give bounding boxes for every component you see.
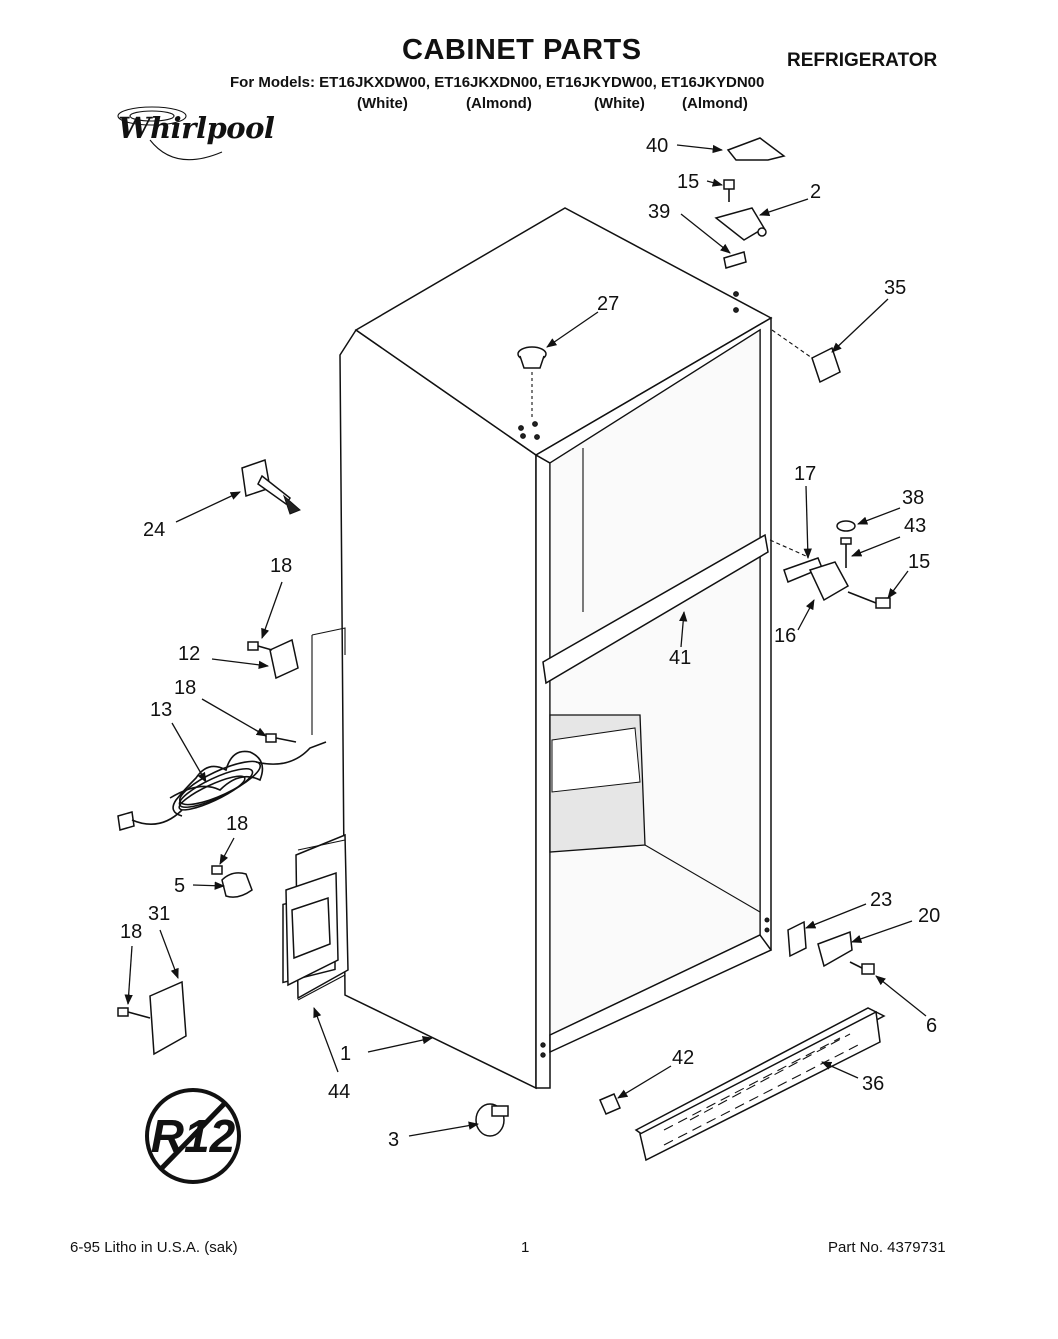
clip-part-5 xyxy=(221,872,253,898)
callout-5: 5 xyxy=(174,875,185,897)
screw-part-15-middle xyxy=(847,591,891,609)
cabinet-back-edge xyxy=(311,627,346,655)
washer-part-38 xyxy=(836,520,856,532)
footer-part-number: Part No. 4379731 xyxy=(828,1239,946,1256)
callout-27: 27 xyxy=(597,293,619,315)
shim-part-39 xyxy=(723,251,747,269)
cabinet-body xyxy=(339,207,773,1090)
callout-6: 6 xyxy=(926,1015,937,1037)
brand-logo: Whirlpool xyxy=(118,111,275,145)
middle-hinge-part-16 xyxy=(783,557,850,602)
callout-38: 38 xyxy=(902,487,924,509)
callout-44: 44 xyxy=(328,1081,350,1103)
callout-43: 43 xyxy=(904,515,926,537)
footer-print-info: 6-95 Litho in U.S.A. (sak) xyxy=(70,1239,238,1256)
callout-18-a: 18 xyxy=(270,555,292,577)
screw-part-18-d xyxy=(117,1007,151,1019)
rear-bracket-window xyxy=(291,896,331,960)
screw-part-18-b xyxy=(265,733,297,743)
callout-2: 2 xyxy=(810,181,821,203)
hinge-pin-part-43 xyxy=(840,537,852,568)
callout-13: 13 xyxy=(150,699,172,721)
leveler-part-3 xyxy=(475,1103,509,1137)
color-label-3: (White) xyxy=(594,95,645,112)
toe-grille-part-36 xyxy=(634,1007,886,1162)
callout-12: 12 xyxy=(178,643,200,665)
callout-18-b: 18 xyxy=(174,677,196,699)
brand-logo-swirl xyxy=(117,106,223,161)
callout-41: 41 xyxy=(669,647,691,669)
appliance-category: REFRIGERATOR xyxy=(787,50,938,71)
r12-badge-text: R12 xyxy=(151,1110,236,1162)
callout-31: 31 xyxy=(148,903,170,925)
callout-numbers: 40 15 2 39 27 35 24 17 38 43 15 18 12 41… xyxy=(120,135,940,1151)
color-label-2: (Almond) xyxy=(466,95,532,112)
center-mullion-part-41 xyxy=(542,533,769,685)
callout-24: 24 xyxy=(143,519,165,541)
page-title: CABINET PARTS xyxy=(402,34,642,66)
screw-part-15-top xyxy=(723,179,735,202)
model-list: For Models: ET16JKXDW00, ET16JKXDN00, ET… xyxy=(230,74,765,91)
callout-leaders xyxy=(124,144,927,1137)
callout-17: 17 xyxy=(794,463,816,485)
screw-part-18-a xyxy=(247,641,273,651)
callout-3: 3 xyxy=(388,1129,399,1151)
callout-20: 20 xyxy=(918,905,940,927)
color-label-1: (White) xyxy=(357,95,408,112)
screw-part-18-c xyxy=(211,865,223,875)
shim-part-23 xyxy=(787,920,807,958)
clamp-part-12 xyxy=(269,638,299,680)
part-24-fitting xyxy=(241,459,301,515)
callout-16: 16 xyxy=(774,625,796,647)
callout-39: 39 xyxy=(648,201,670,223)
bottom-hinge-part-20 xyxy=(817,930,853,968)
callout-23: 23 xyxy=(870,889,892,911)
callout-36: 36 xyxy=(862,1073,884,1095)
part-35 xyxy=(811,346,841,384)
cover-part-31 xyxy=(149,980,187,1056)
power-cord-part-13 xyxy=(117,741,327,831)
callout-40: 40 xyxy=(646,135,668,157)
callout-18-c: 18 xyxy=(226,813,248,835)
callout-42: 42 xyxy=(672,1047,694,1069)
callout-1: 1 xyxy=(340,1043,351,1065)
footer-page-number: 1 xyxy=(521,1239,530,1256)
color-label-4: (Almond) xyxy=(682,95,748,112)
screw-part-6 xyxy=(849,961,875,975)
callout-35: 35 xyxy=(884,277,906,299)
hinge-cover-part-40 xyxy=(726,137,786,161)
no-r12-badge xyxy=(145,1088,241,1184)
callout-18-d: 18 xyxy=(120,921,142,943)
callout-15-middle: 15 xyxy=(908,551,930,573)
top-hinge-part-2 xyxy=(714,207,766,241)
callout-15-top: 15 xyxy=(677,171,699,193)
plug-part-27 xyxy=(517,346,547,418)
clip-part-42 xyxy=(599,1093,621,1115)
